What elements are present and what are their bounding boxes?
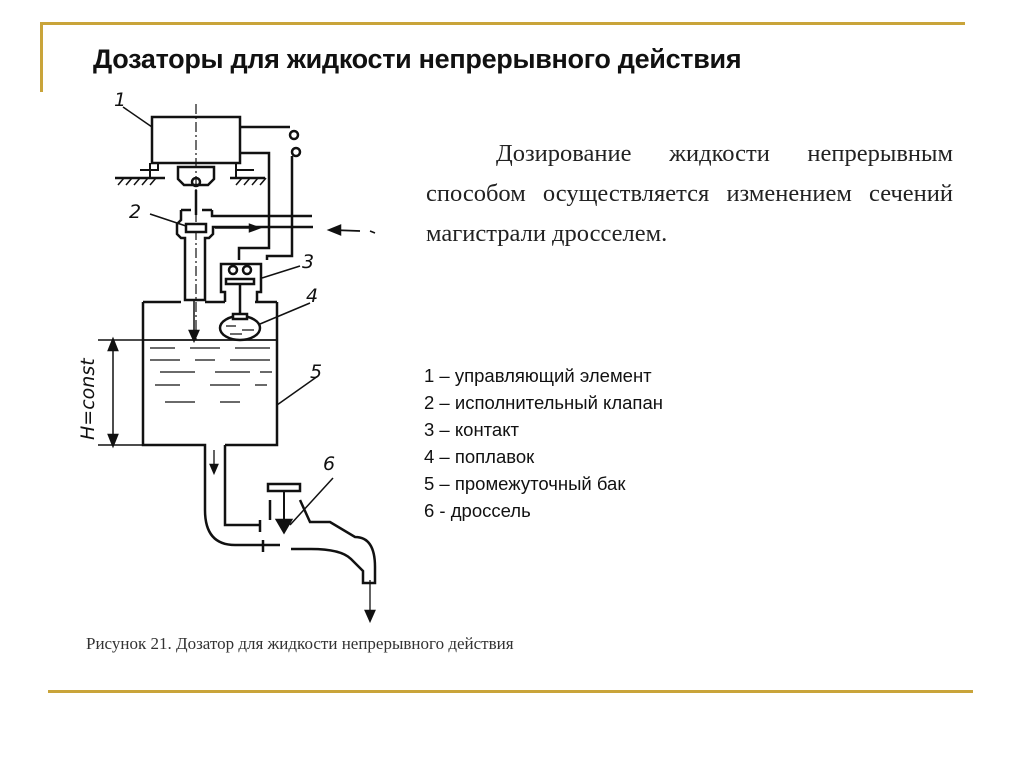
slide-title: Дозаторы для жидкости непрерывного дейст…	[93, 44, 742, 74]
legend-item: 6 - дроссель	[424, 500, 531, 521]
label-5: 5	[310, 361, 322, 383]
label-1: 1	[114, 89, 126, 111]
figure-caption: Рисунок 21. Дозатор для жидкости непреры…	[86, 634, 514, 653]
label-6: 6	[323, 453, 335, 475]
description-paragraph: Дозирование жидкости непрерывным способо…	[426, 140, 953, 247]
legend-item: 5 – промежуточный бак	[424, 473, 626, 494]
label-4: 4	[306, 285, 318, 307]
label-3: 3	[302, 251, 314, 273]
legend-item: 1 – управляющий элемент	[424, 365, 652, 386]
label-2: 2	[129, 201, 141, 223]
legend-item: 4 – поплавок	[424, 446, 535, 467]
legend-list: 1 – управляющий элемент 2 – исполнительн…	[424, 362, 663, 524]
legend-item: 2 – исполнительный клапан	[424, 392, 663, 413]
top-accent-rule	[40, 22, 965, 25]
bottom-accent-rule	[48, 690, 973, 693]
legend-item: 3 – контакт	[424, 419, 519, 440]
left-accent-rule	[40, 22, 43, 92]
label-height: H=const	[77, 357, 99, 440]
